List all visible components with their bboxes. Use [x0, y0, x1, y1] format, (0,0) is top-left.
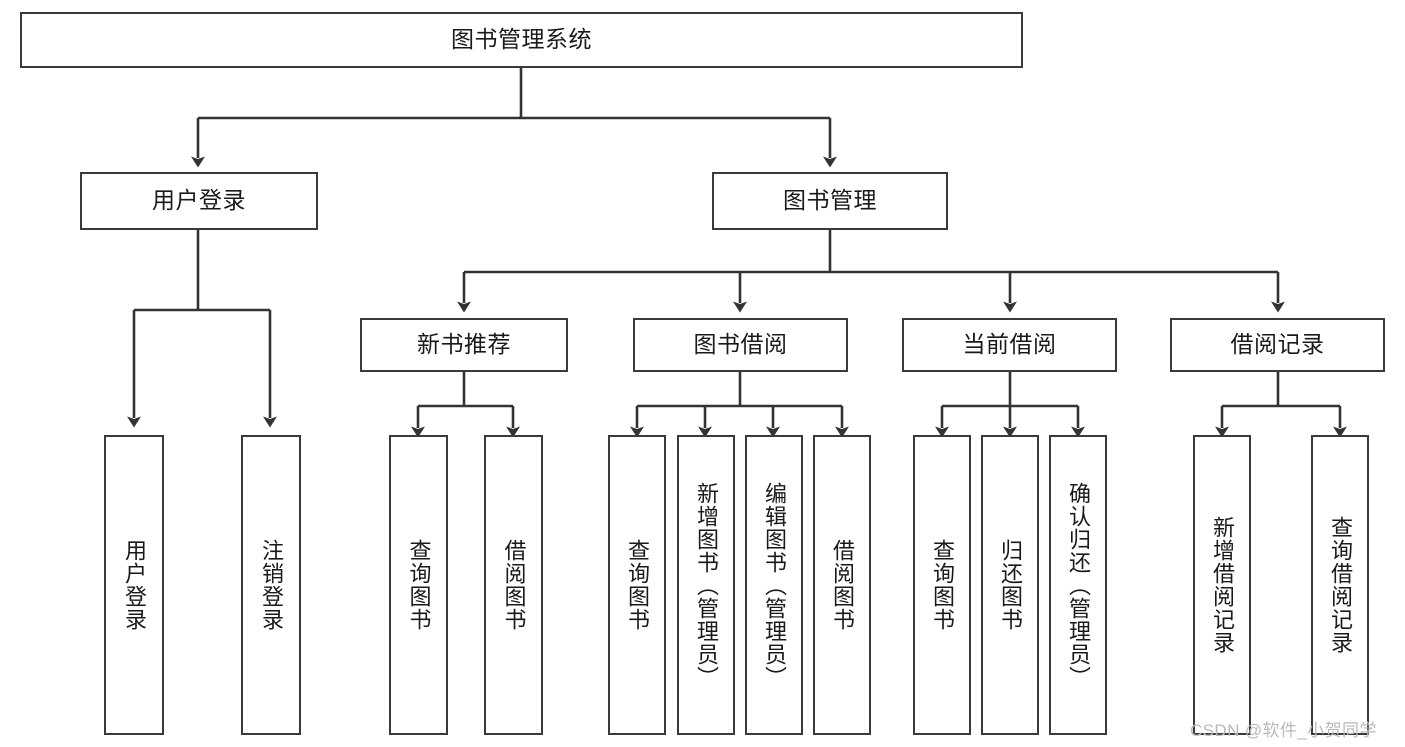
- node-label: 查询借阅记录: [1327, 516, 1353, 654]
- node-label: 图书管理: [783, 187, 877, 214]
- node-label: 用户登录: [152, 187, 246, 214]
- node-label: 图书管理系统: [451, 26, 592, 53]
- node-label: 当前借阅: [962, 331, 1057, 358]
- node-book-borrow[interactable]: 图书借阅: [633, 318, 848, 372]
- csdn-watermark: CSDN @软件_小贺同学: [1190, 721, 1377, 740]
- leaf-user-login[interactable]: 用户登录: [104, 435, 164, 735]
- node-label: 借阅图书: [501, 539, 527, 631]
- node-new-book-recommend[interactable]: 新书推荐: [360, 318, 568, 372]
- leaf-user-logout[interactable]: 注销登录: [241, 435, 301, 735]
- node-label: 编辑图书（管理员）: [761, 481, 787, 689]
- node-label: 查询图书: [624, 539, 650, 631]
- leaf-query-book-borrow[interactable]: 查询图书: [608, 435, 666, 735]
- node-label: 借阅记录: [1230, 331, 1325, 358]
- node-label: 图书借阅: [693, 331, 788, 358]
- leaf-add-book-admin[interactable]: 新增图书（管理员）: [677, 435, 735, 735]
- node-label: 查询图书: [929, 539, 955, 631]
- leaf-return-book[interactable]: 归还图书: [981, 435, 1039, 735]
- node-label: 查询图书: [406, 539, 432, 631]
- node-label: 确认归还（管理员）: [1065, 481, 1091, 689]
- node-label: 新增借阅记录: [1209, 516, 1235, 654]
- node-label: 归还图书: [997, 539, 1023, 631]
- leaf-query-book-recommend[interactable]: 查询图书: [389, 435, 448, 735]
- node-label: 用户登录: [121, 539, 147, 631]
- node-book-management[interactable]: 图书管理: [712, 172, 948, 230]
- node-label: 借阅图书: [829, 539, 855, 631]
- leaf-edit-book-admin[interactable]: 编辑图书（管理员）: [745, 435, 803, 735]
- node-label: 新增图书（管理员）: [693, 481, 719, 689]
- node-label: 注销登录: [258, 539, 284, 631]
- leaf-borrow-book-recommend[interactable]: 借阅图书: [484, 435, 543, 735]
- node-current-borrow[interactable]: 当前借阅: [902, 318, 1117, 372]
- node-root-system[interactable]: 图书管理系统: [20, 12, 1023, 68]
- leaf-confirm-return-admin[interactable]: 确认归还（管理员）: [1049, 435, 1107, 735]
- node-borrow-record[interactable]: 借阅记录: [1170, 318, 1385, 372]
- node-user-login[interactable]: 用户登录: [80, 172, 318, 230]
- leaf-borrow-book[interactable]: 借阅图书: [813, 435, 871, 735]
- node-label: 新书推荐: [417, 331, 511, 358]
- leaf-query-book-current[interactable]: 查询图书: [913, 435, 971, 735]
- leaf-add-borrow-record[interactable]: 新增借阅记录: [1193, 435, 1251, 735]
- leaf-query-borrow-record[interactable]: 查询借阅记录: [1311, 435, 1369, 735]
